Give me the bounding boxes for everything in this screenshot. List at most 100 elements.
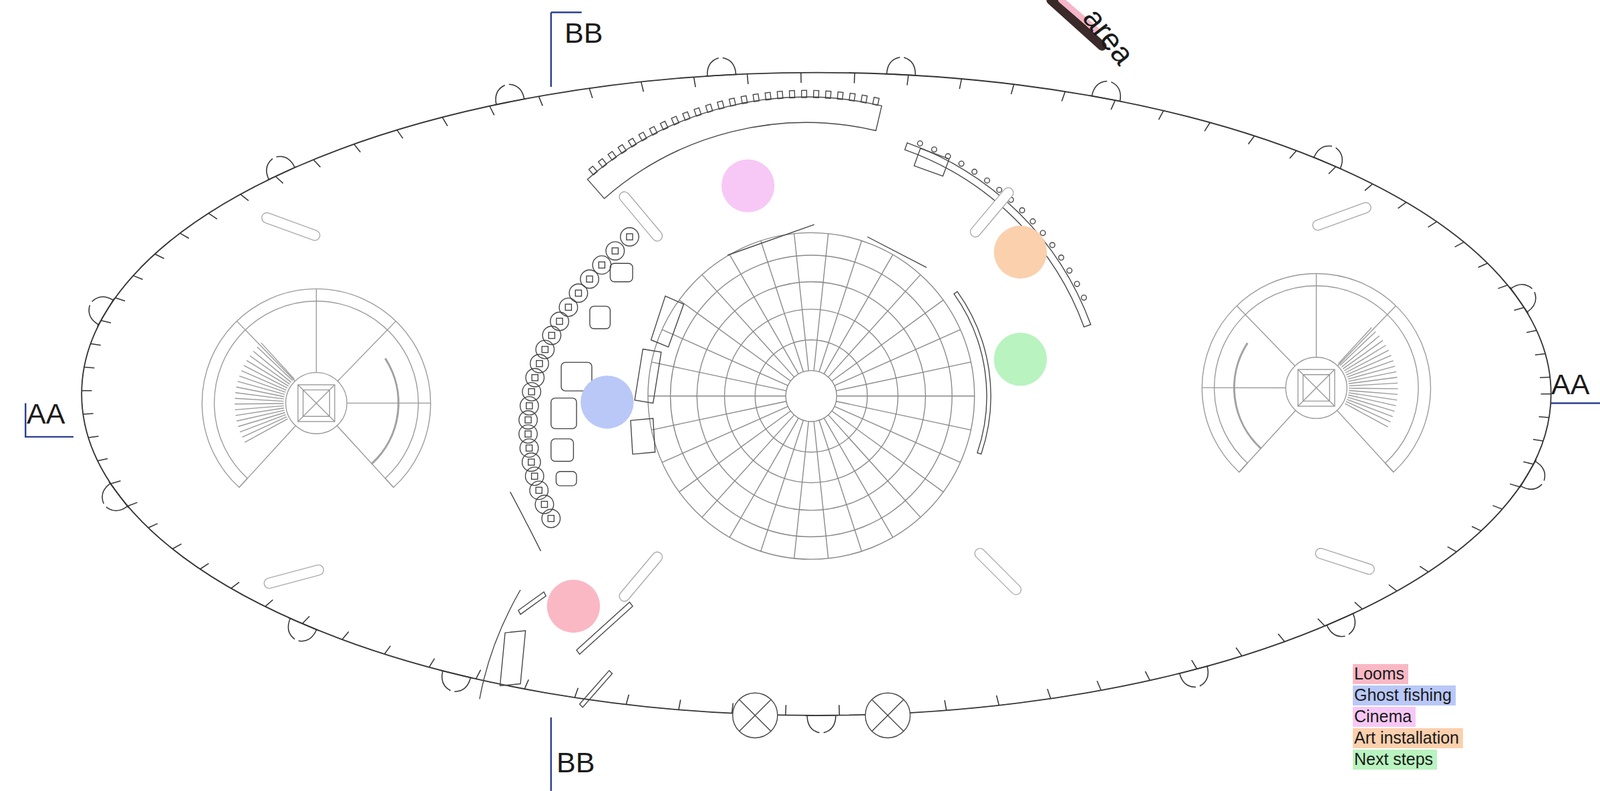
wall-tick bbox=[1523, 461, 1534, 464]
loom-core bbox=[575, 289, 582, 296]
door-symbol bbox=[1177, 665, 1214, 691]
dome-ring bbox=[785, 370, 837, 422]
tower-spoke bbox=[1236, 305, 1295, 367]
wall-tick bbox=[148, 523, 158, 528]
bench bbox=[972, 546, 1024, 598]
legend-swatch: Cinema bbox=[1352, 706, 1416, 727]
wall-tick bbox=[1235, 647, 1242, 656]
loom bbox=[525, 368, 544, 387]
wall-tick bbox=[208, 213, 218, 220]
dome-ring bbox=[648, 232, 975, 560]
loom-core bbox=[556, 317, 563, 325]
stair-tread bbox=[241, 416, 287, 438]
wall-tick bbox=[81, 390, 92, 392]
stair-tread bbox=[237, 381, 286, 395]
loom-core bbox=[525, 416, 532, 423]
wall-tick bbox=[1354, 601, 1363, 609]
wall-tick bbox=[746, 74, 748, 85]
door-symbol bbox=[259, 150, 297, 181]
dome-meridian bbox=[729, 254, 799, 375]
wall-tick bbox=[538, 96, 543, 106]
wall-tick bbox=[301, 616, 310, 624]
loom bbox=[542, 326, 561, 345]
stair-tread bbox=[244, 418, 288, 443]
loom bbox=[522, 452, 541, 471]
loom bbox=[569, 283, 588, 302]
wall-tick bbox=[641, 81, 645, 92]
wall-tick bbox=[1145, 671, 1150, 681]
light-cross bbox=[739, 699, 771, 731]
loom bbox=[550, 311, 569, 331]
wall-tick bbox=[574, 688, 578, 698]
wall-tick bbox=[853, 72, 856, 83]
dome-meridian bbox=[819, 240, 862, 372]
door-symbol bbox=[94, 481, 129, 519]
workbench bbox=[589, 305, 611, 329]
wall-tick bbox=[1526, 330, 1537, 333]
wall-tick bbox=[1455, 241, 1464, 247]
lift-shaft bbox=[297, 384, 335, 422]
loom-core bbox=[528, 458, 535, 465]
stair-tread bbox=[1341, 336, 1380, 368]
door-symbol bbox=[281, 617, 318, 647]
dome-meridian bbox=[794, 233, 810, 371]
legend-text: Next steps bbox=[1354, 749, 1433, 769]
legend-row: Art installation bbox=[1352, 728, 1464, 749]
wall-tick bbox=[1539, 376, 1550, 379]
loom-core bbox=[586, 275, 593, 282]
dome-meridian bbox=[834, 406, 960, 463]
chair bbox=[607, 151, 616, 161]
light-ring bbox=[732, 692, 778, 738]
stair-tread bbox=[249, 356, 290, 385]
wall-tick bbox=[82, 412, 93, 415]
door-symbol bbox=[1324, 612, 1362, 643]
stair-tread bbox=[1342, 340, 1383, 370]
legend-swatch: Looms bbox=[1352, 664, 1409, 685]
chair bbox=[671, 116, 679, 125]
loom-core bbox=[525, 430, 532, 437]
tower-spoke bbox=[1239, 410, 1297, 472]
section-label: AA bbox=[26, 399, 65, 429]
exhibit-object bbox=[1019, 207, 1025, 214]
exhibit-object bbox=[1081, 295, 1087, 301]
wall-tick bbox=[1248, 135, 1255, 144]
workbench bbox=[551, 398, 577, 429]
light-symbol bbox=[865, 692, 910, 738]
exhibit-object bbox=[1030, 219, 1036, 225]
chair bbox=[740, 95, 747, 104]
chair bbox=[861, 94, 868, 103]
exhibit-object bbox=[1040, 230, 1046, 236]
dome-meridian bbox=[662, 329, 788, 386]
door-symbol bbox=[436, 670, 473, 695]
tower-spoke bbox=[315, 288, 317, 373]
display-panel bbox=[634, 349, 662, 404]
wall-tick bbox=[800, 72, 802, 83]
wall-tick bbox=[275, 176, 283, 184]
dome-meridian bbox=[679, 299, 791, 381]
stair-tread bbox=[1344, 403, 1388, 427]
lift-cross bbox=[297, 384, 335, 422]
wall-tick bbox=[1428, 221, 1437, 228]
wall-tick bbox=[1318, 618, 1326, 626]
exhibit-object bbox=[984, 177, 991, 184]
legend-row: Ghost fishing bbox=[1352, 685, 1456, 706]
dome-meridian bbox=[836, 362, 972, 391]
door-symbol bbox=[491, 81, 527, 105]
chair bbox=[717, 100, 725, 109]
tower-spoke bbox=[336, 425, 394, 488]
legend-swatch: Next steps bbox=[1352, 749, 1437, 770]
dome-meridian bbox=[702, 414, 795, 518]
wall-tick bbox=[1096, 680, 1101, 691]
wall-tick bbox=[1277, 633, 1285, 643]
chair bbox=[638, 132, 647, 141]
chair bbox=[825, 90, 832, 99]
wall-tick bbox=[1478, 263, 1488, 268]
section-label: BB bbox=[556, 748, 595, 777]
chair bbox=[598, 158, 608, 168]
display-panel bbox=[510, 491, 542, 552]
wall-tick bbox=[265, 599, 273, 607]
wall-tick bbox=[1191, 660, 1198, 669]
tower-core bbox=[1286, 357, 1348, 419]
door-symbol bbox=[884, 56, 918, 76]
lift-shaft bbox=[1298, 369, 1335, 407]
